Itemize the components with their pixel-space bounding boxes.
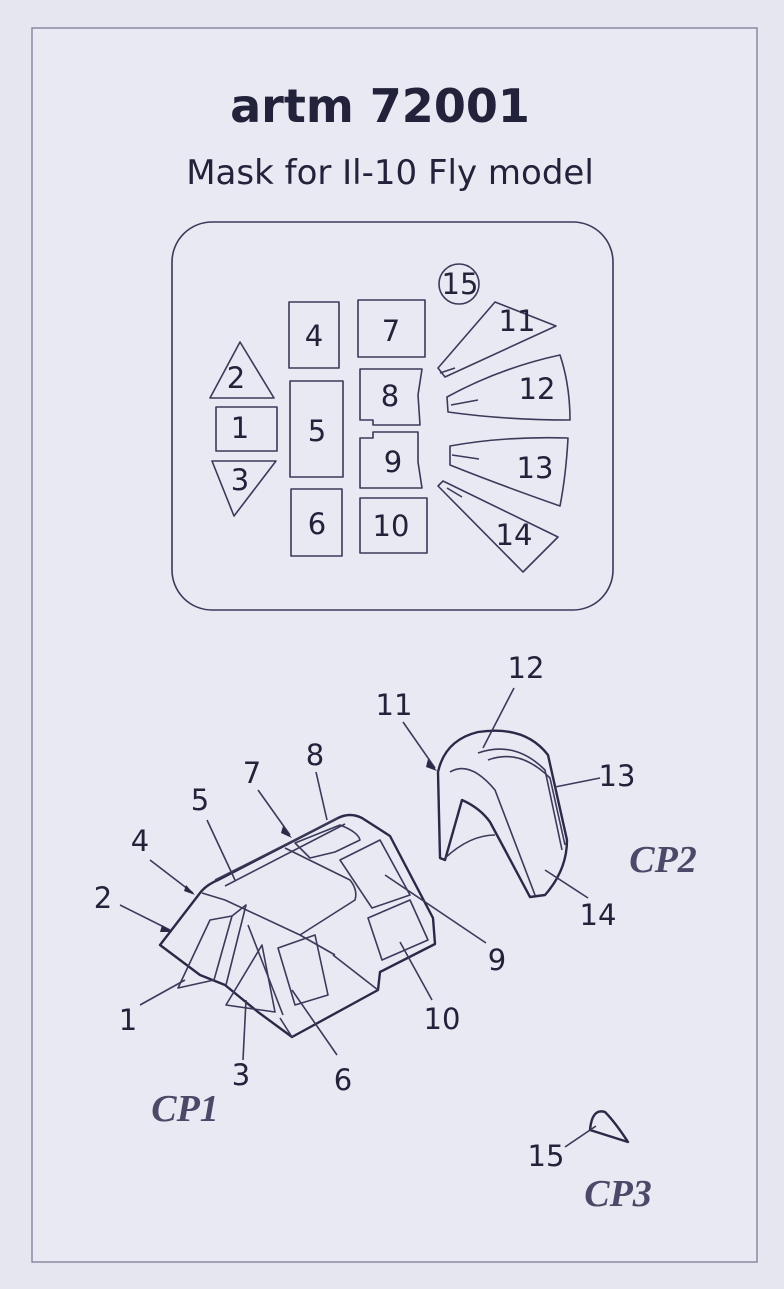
callout-3: 3 (232, 1058, 250, 1092)
mask-part-15-label: 15 (442, 267, 479, 301)
callout-1: 1 (119, 1003, 137, 1037)
mask-part-9-label: 9 (384, 445, 402, 479)
mask-part-10-shape (359, 497, 428, 554)
page-frame (31, 27, 758, 1263)
group-label-cp3: CP3 (584, 1173, 652, 1215)
callout-6: 6 (334, 1063, 352, 1097)
callout-7: 7 (243, 756, 261, 790)
mask-part-15-shape (438, 263, 480, 305)
callout-15: 15 (528, 1139, 565, 1173)
mask-part-3-label: 3 (231, 463, 249, 497)
callout-8: 8 (306, 738, 324, 772)
mask-part-7-shape (357, 299, 426, 358)
title: artm 72001 (230, 79, 530, 133)
callout-11: 11 (376, 688, 413, 722)
subtitle: Mask for Il-10 Fly model (186, 153, 594, 193)
canopy-cp1-drawing (158, 813, 437, 1039)
mask-part-1-label: 1 (231, 411, 249, 445)
mask-part-10-label: 10 (373, 509, 410, 543)
mask-part-13-shape (449, 436, 569, 507)
mask-part-11-shape (437, 301, 557, 378)
callout-13: 13 (599, 759, 636, 793)
mask-part-2-label: 2 (227, 361, 245, 395)
mask-part-9-shape (359, 431, 423, 489)
group-label-cp1: CP1 (151, 1088, 219, 1130)
mask-part-5-shape (289, 380, 344, 478)
mask-part-11-label: 11 (499, 304, 536, 338)
mask-part-4-label: 4 (305, 319, 323, 353)
mask-part-14-shape (437, 480, 559, 573)
canopy-cp3-drawing (588, 1110, 630, 1144)
mask-part-12-shape (446, 354, 571, 421)
mask-part-4-shape (288, 301, 340, 369)
group-label-cp2: CP2 (629, 839, 697, 881)
canopy-cp2-drawing (436, 729, 569, 899)
mask-sheet-outline (171, 221, 614, 611)
mask-part-12-label: 12 (519, 372, 556, 406)
callout-5: 5 (191, 783, 209, 817)
leader-lines (119, 687, 601, 1148)
mask-part-8-label: 8 (381, 379, 399, 413)
callout-14: 14 (580, 898, 617, 932)
mask-part-8-shape (359, 368, 423, 426)
mask-part-7-label: 7 (382, 314, 400, 348)
mask-part-14-label: 14 (496, 518, 533, 552)
mask-part-5-label: 5 (308, 414, 326, 448)
mask-part-13-label: 13 (517, 451, 554, 485)
callout-4: 4 (131, 824, 149, 858)
callout-9: 9 (488, 943, 506, 977)
mask-part-2-shape (209, 341, 275, 399)
mask-part-6-shape (290, 488, 343, 557)
mask-part-3-shape (211, 460, 277, 517)
mask-sheet: 1 2 3 4 5 6 7 8 9 10 11 12 13 14 15 (171, 221, 614, 611)
callout-12: 12 (508, 651, 545, 685)
mask-part-6-label: 6 (308, 507, 326, 541)
mask-part-1-shape (215, 406, 278, 452)
callout-10: 10 (424, 1002, 461, 1036)
callout-2: 2 (94, 881, 112, 915)
